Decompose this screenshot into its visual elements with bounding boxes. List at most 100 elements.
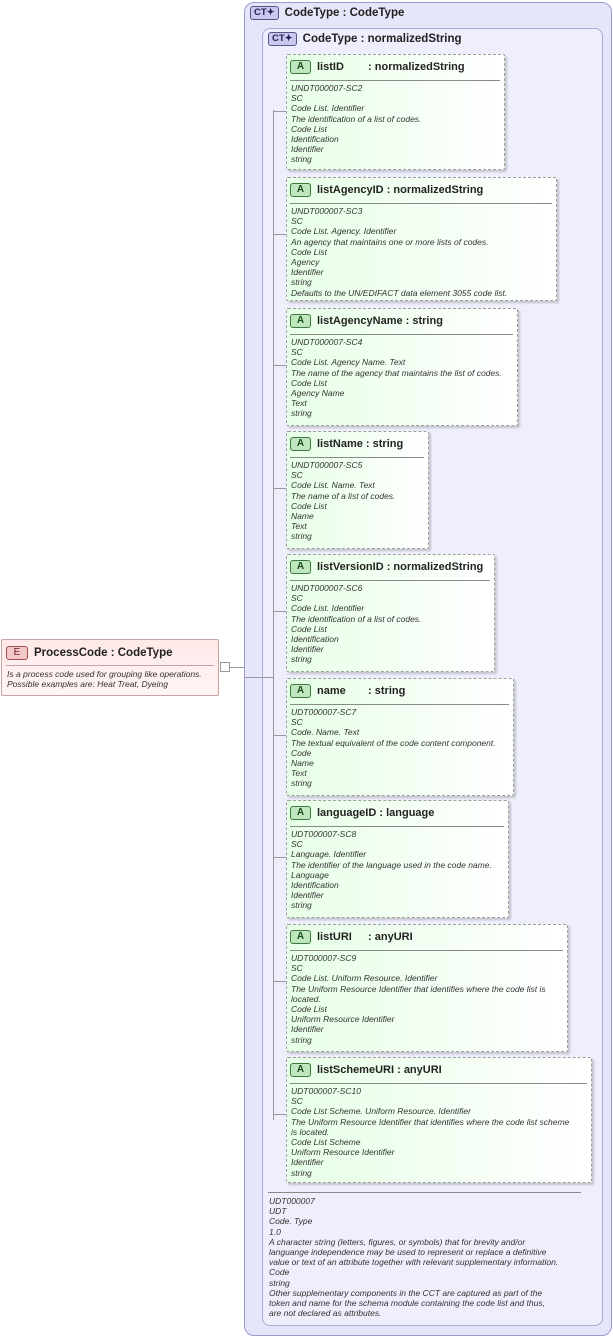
- attribute-doc-line: The name of the agency that maintains th…: [291, 367, 502, 378]
- footer-doc-line: Other supplementary components in the CC…: [269, 1287, 543, 1298]
- attribute-type: normalizedString: [374, 61, 465, 73]
- attribute-doc-line: Code: [291, 747, 312, 758]
- attribute-doc-line: string: [291, 1034, 312, 1045]
- attribute-doc-line: Name: [291, 511, 314, 522]
- attribute-doc-line: UNDT000007-SC3: [291, 206, 363, 216]
- attribute-icon: A: [290, 684, 311, 698]
- element-type: CodeType: [117, 647, 173, 659]
- attribute-doc-line: Identifier: [291, 890, 324, 901]
- attribute-divider: [290, 457, 424, 458]
- outer-type-name: CodeType: [284, 7, 340, 19]
- attribute-divider: [290, 334, 513, 335]
- attribute-doc-line: The Uniform Resource Identifier that ide…: [291, 983, 546, 994]
- tree-branch: [273, 1114, 286, 1115]
- attribute-doc-line: Identifier: [291, 144, 324, 155]
- attribute-doc-line: The identification of a list of codes.: [291, 113, 422, 124]
- attribute-doc-line: Code List. Identifier: [291, 103, 365, 114]
- attribute-doc-line: The Uniform Resource Identifier that ide…: [291, 1116, 570, 1127]
- attribute-doc-line: Code. Name. Text: [291, 727, 360, 738]
- attribute-doc-line: SC: [291, 1096, 303, 1107]
- attribute-doc-line: Text: [291, 768, 307, 779]
- footer-doc-line: 1.0: [269, 1226, 281, 1237]
- attribute-doc-line: Identifier: [291, 1157, 324, 1168]
- attribute-doc-line: Language: [291, 869, 329, 880]
- attribute-doc-line: Code List. Agency. Identifier: [291, 226, 397, 237]
- attribute-doc-line: Identifier: [291, 267, 324, 278]
- expand-connector[interactable]: [220, 662, 230, 672]
- attribute-doc-line: Code List: [291, 623, 327, 634]
- complex-type-icon: CT✦: [268, 32, 297, 46]
- attribute-type: anyURI: [374, 931, 413, 943]
- attribute-name: listURI: [317, 931, 352, 943]
- inner-type-type: normalizedString: [367, 33, 462, 45]
- attribute-doc-line: Identifier: [291, 1024, 324, 1035]
- attribute-doc-line: UNDT000007-SC5: [291, 460, 363, 470]
- attribute-doc-line: SC: [291, 717, 303, 728]
- complex-type-icon: CT✦: [250, 6, 279, 20]
- attribute-doc-line: string: [291, 154, 312, 165]
- footer-doc-line: value or text of an attribute together w…: [269, 1257, 559, 1268]
- attribute-type: normalizedString: [393, 184, 484, 196]
- element-processcode[interactable]: E ProcessCode : CodeType Is a process co…: [1, 639, 219, 696]
- footer-doc-line: are not declared as attributes.: [269, 1308, 382, 1319]
- attribute-doc-line: Code List: [291, 1004, 327, 1015]
- footer-doc-line: languange independence may be used to re…: [269, 1247, 547, 1258]
- attribute-doc-line: SC: [291, 347, 303, 358]
- footer-divider: [268, 1192, 581, 1193]
- outer-type-header: CT✦ CodeType : CodeType: [250, 6, 404, 20]
- attribute-doc-line: UDT000007-SC9: [291, 953, 357, 963]
- attribute-type: string: [412, 315, 443, 327]
- attribute-doc-line: SC: [291, 963, 303, 974]
- attribute-doc-line: string: [291, 900, 312, 911]
- attribute-doc-line: SC: [291, 839, 303, 850]
- element-header: E ProcessCode : CodeType: [6, 645, 173, 661]
- element-doc-line: Possible examples are: Heat Treat, Dyein…: [7, 679, 168, 689]
- attribute-doc-line: The identifier of the language used in t…: [291, 859, 492, 870]
- attribute-doc-line: Code List. Agency Name. Text: [291, 357, 406, 368]
- attribute-icon: A: [290, 560, 311, 574]
- tree-trunk: [273, 110, 274, 1120]
- attribute-doc-line: string: [291, 778, 312, 789]
- inner-type-header: CT✦ CodeType : normalizedString: [268, 32, 462, 46]
- attribute-doc-line: Code List: [291, 500, 327, 511]
- tree-branch: [273, 234, 286, 235]
- attribute-doc-line: The identification of a list of codes.: [291, 613, 422, 624]
- attribute-type: string: [374, 685, 406, 697]
- attribute-divider: [290, 580, 490, 581]
- attribute-doc-line: Agency: [291, 257, 320, 268]
- tree-branch: [273, 111, 286, 112]
- attribute-name: listID: [317, 61, 344, 73]
- footer-doc-line: Code. Type: [269, 1216, 313, 1227]
- connector-line: [230, 667, 244, 668]
- attribute-doc-line: is located.: [291, 1126, 330, 1137]
- attribute-divider: [290, 950, 563, 951]
- attribute-doc-line: Code List Scheme. Uniform Resource. Iden…: [291, 1106, 471, 1117]
- attribute-doc-line: string: [291, 654, 312, 665]
- footer-doc-line: UDT: [269, 1206, 287, 1217]
- footer-doc-line: A character string (letters, figures, or…: [269, 1236, 526, 1247]
- tree-branch: [273, 488, 286, 489]
- attribute-doc-line: Name: [291, 758, 314, 769]
- attribute-doc-line: UDT000007-SC7: [291, 707, 357, 717]
- attribute-doc-line: UNDT000007-SC6: [291, 583, 363, 593]
